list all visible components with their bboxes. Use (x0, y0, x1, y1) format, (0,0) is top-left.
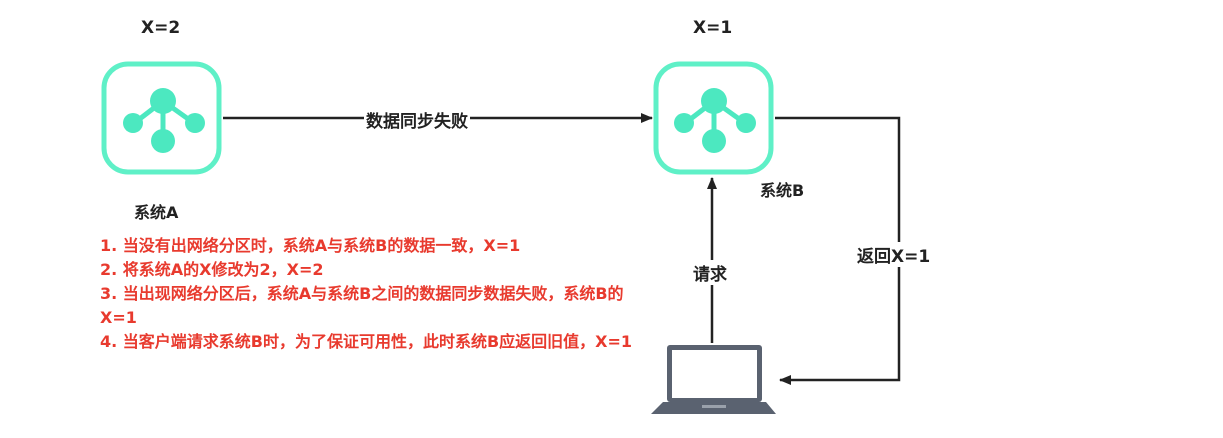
system-b-node (653, 61, 774, 175)
note-item: 2. 将系统A的X修改为2，X=2 (100, 260, 324, 279)
note-item: 1. 当没有出网络分区时，系统A与系统B的数据一致，X=1 (100, 236, 521, 255)
notes-list: 1. 当没有出网络分区时，系统A与系统B的数据一致，X=1 2. 将系统A的X修… (100, 234, 660, 354)
laptop-icon (651, 345, 776, 414)
system-b-value-label: X=1 (693, 18, 733, 38)
system-a-value-label: X=2 (141, 18, 181, 38)
system-a-name: 系统A (134, 203, 179, 222)
share-node-icon (123, 88, 205, 153)
sync-edge-label: 数据同步失败 (364, 107, 470, 132)
note-item: 3. 当出现网络分区后，系统A与系统B之间的数据同步数据失败，系统B的X=1 (100, 284, 624, 327)
return-edge-label: 返回X=1 (855, 242, 933, 267)
share-node-icon (674, 88, 756, 153)
request-edge-label: 请求 (691, 260, 729, 285)
system-a-node (101, 61, 222, 175)
note-item: 4. 当客户端请求系统B时，为了保证可用性，此时系统B应返回旧值，X=1 (100, 332, 633, 351)
system-b-name: 系统B (760, 181, 805, 200)
